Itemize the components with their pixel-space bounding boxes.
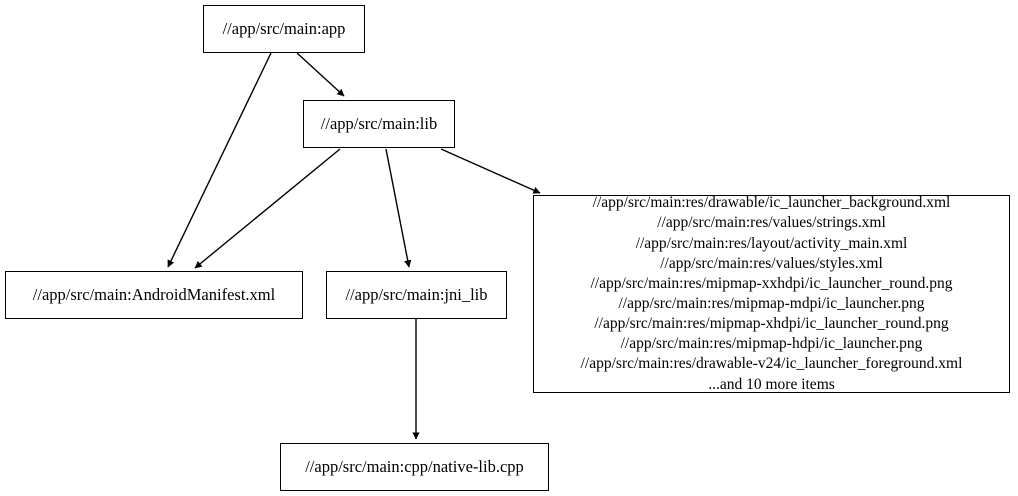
edge-lib-to-resources xyxy=(440,148,541,194)
edge-app-to-lib xyxy=(296,52,345,97)
node-resources[interactable]: //app/src/main:res/drawable/ic_launcher_… xyxy=(533,194,1010,393)
node-app[interactable]: //app/src/main:app xyxy=(203,5,365,53)
node-android-manifest[interactable]: //app/src/main:AndroidManifest.xml xyxy=(5,271,303,319)
edge-lib-to-jni-lib xyxy=(385,148,412,268)
node-native-lib-cpp-label: //app/src/main:cpp/native-lib.cpp xyxy=(305,456,524,476)
node-jni-lib[interactable]: //app/src/main:jni_lib xyxy=(326,271,507,319)
edge-lib-to-manifest xyxy=(194,148,341,269)
node-lib-label: //app/src/main:lib xyxy=(320,113,438,133)
node-app-label: //app/src/main:app xyxy=(222,18,346,38)
node-resources-label: //app/src/main:res/drawable/ic_launcher_… xyxy=(580,194,963,393)
node-lib[interactable]: //app/src/main:lib xyxy=(303,100,455,148)
node-android-manifest-label: //app/src/main:AndroidManifest.xml xyxy=(32,284,276,304)
node-native-lib-cpp[interactable]: //app/src/main:cpp/native-lib.cpp xyxy=(280,443,549,491)
node-jni-lib-label: //app/src/main:jni_lib xyxy=(345,284,488,304)
edge-app-to-manifest xyxy=(167,52,272,268)
